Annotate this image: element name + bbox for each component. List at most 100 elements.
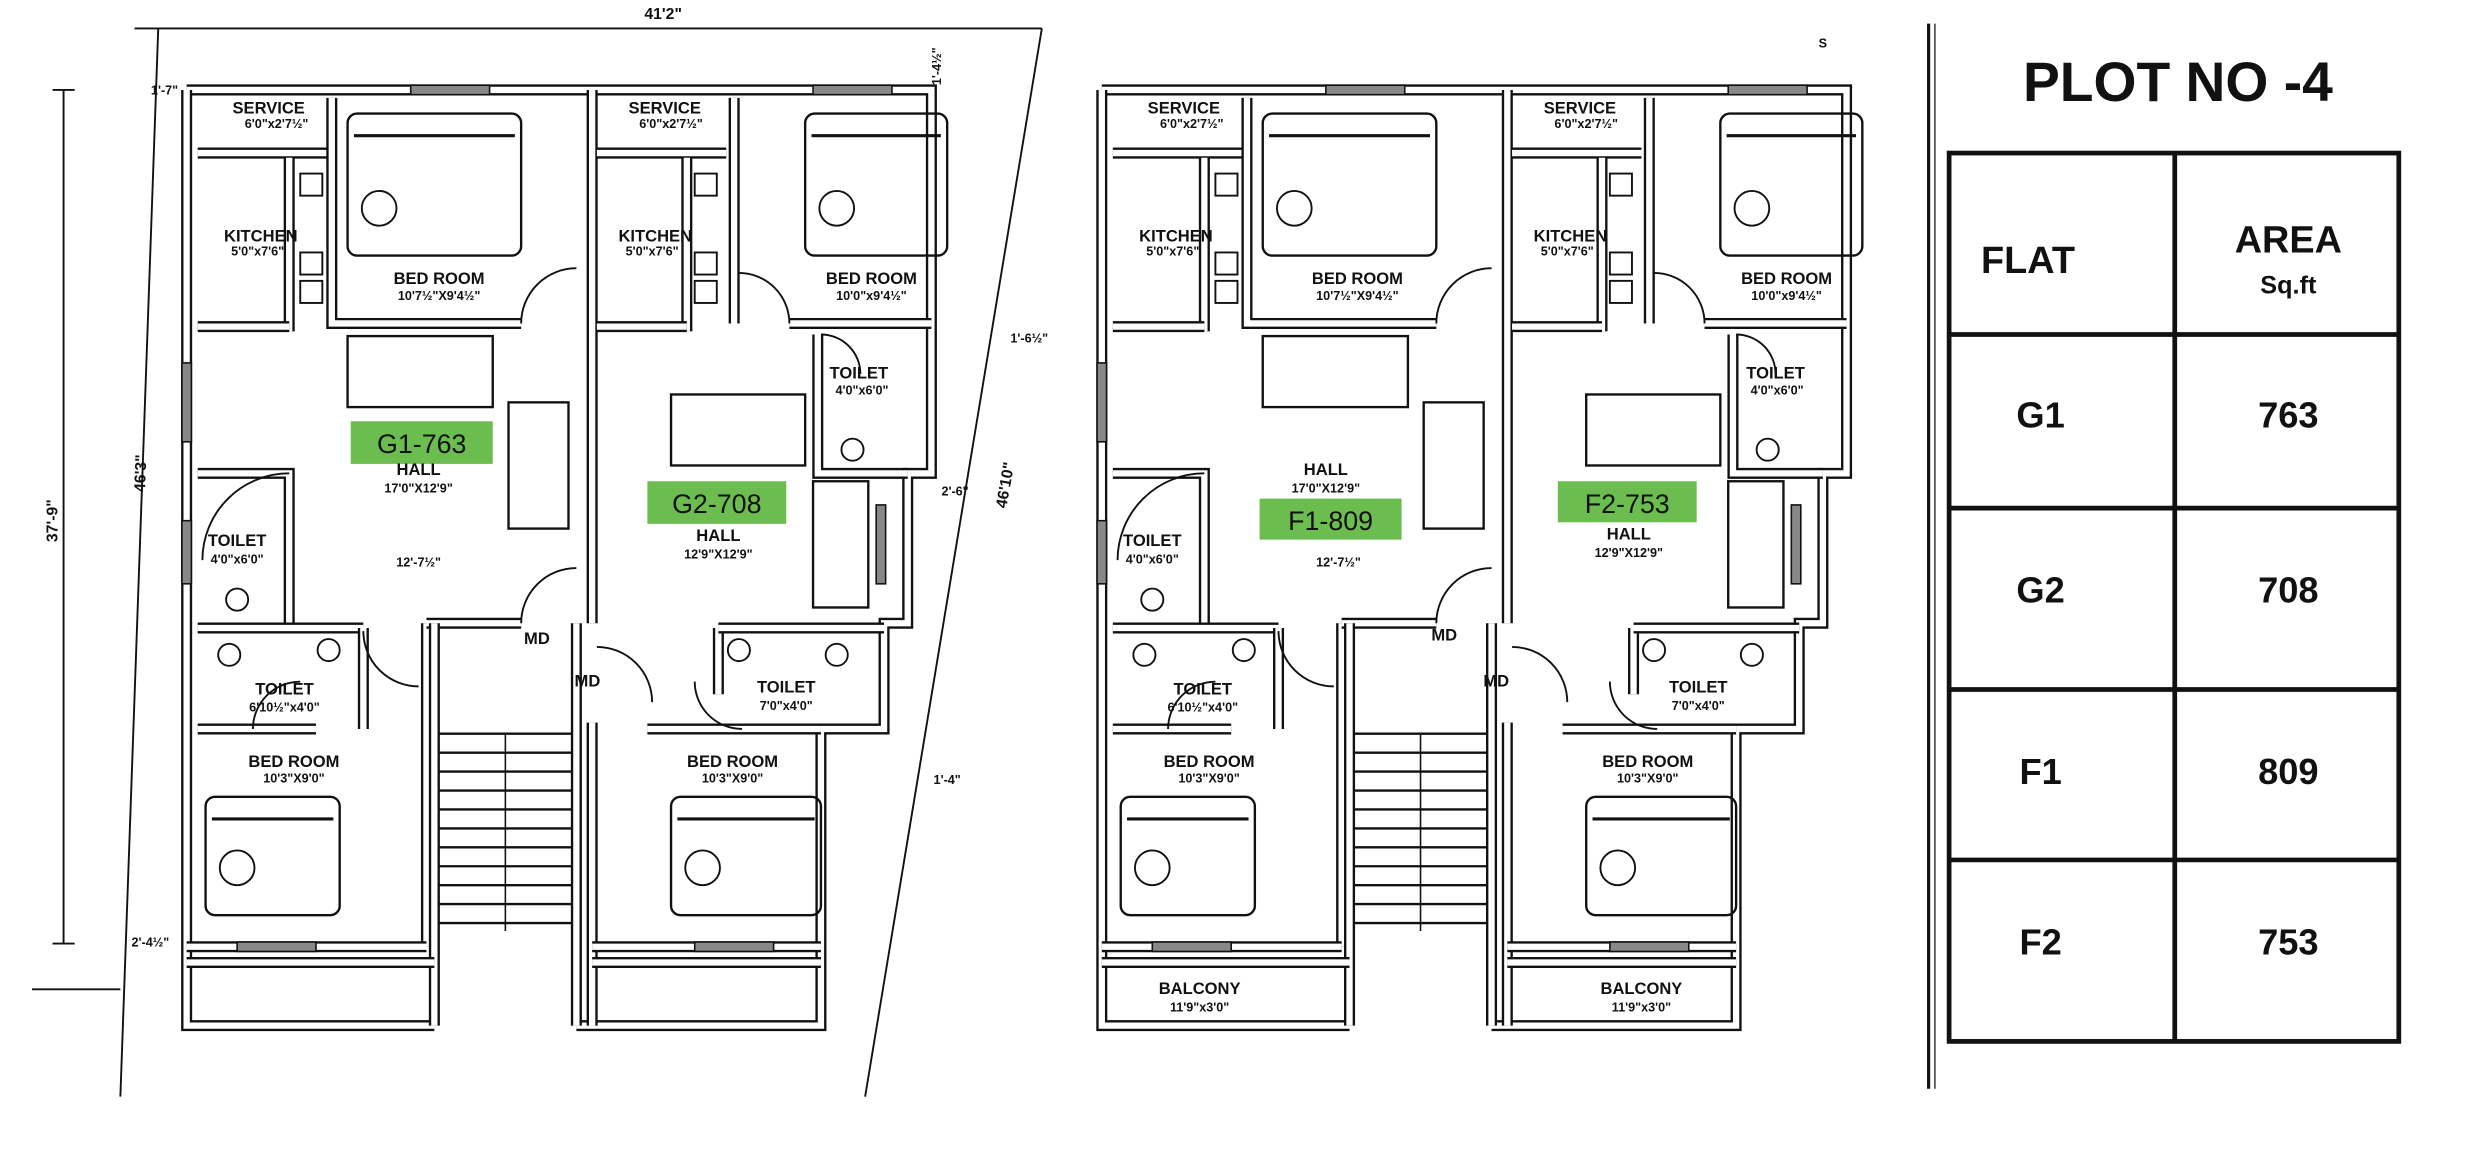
wall-inner [814,334,908,477]
bed [204,795,341,917]
unit-g1-labels: SERVICE 6'0"x2'7½" KITCHEN 5'0"x7'6" BED… [208,99,550,786]
dim-right-offset-2: 2'-6" [941,484,968,498]
area-table [1946,150,2402,1044]
dim-bottom-left: 2'-4½" [131,936,169,950]
main-door-label: MD [1483,671,1509,690]
wall-inner [328,97,522,327]
dim-width-top: 41'2" [644,6,682,23]
kitchen-fixture [299,279,324,304]
kitchen-fixture [1214,251,1239,276]
room-name: TOILET [208,531,267,550]
room-name: TOILET [1123,531,1182,550]
sofa [1261,334,1410,409]
unit-g2-labels: SERVICE 6'0"x2'7½" KITCHEN 5'0"x7'6" BED… [575,99,917,786]
sofa [1422,401,1485,530]
room-dim: 10'7½"X9'4½" [398,289,480,303]
dim-right-boundary: 46'10" [993,461,1018,510]
main-door-label: MD [1431,626,1457,645]
kitchen-fixture [1608,279,1633,304]
window [1096,519,1108,585]
room-name: BED ROOM [1312,269,1403,288]
room-dim: 4'0"x6'0" [835,383,888,397]
room-name: BED ROOM [826,269,917,288]
room-dim: 4'0"x6'0" [211,552,264,566]
window [1609,941,1690,953]
kitchen-fixture [1214,279,1239,304]
bed [1261,112,1438,257]
dim-setback-top-left: 1'-7" [151,84,178,98]
room-name: BED ROOM [1741,269,1832,288]
toilet-fixture [1642,638,1667,663]
room-name: KITCHEN [224,226,298,245]
toilet-fixture [1755,437,1780,462]
room-name: HALL [696,526,740,545]
room-dim: 12'9"X12'9" [684,548,752,562]
door-swing [1736,333,1777,374]
plot-boundary [32,23,1936,1097]
bed-pillow [818,189,856,227]
room-name: TOILET [1174,679,1233,698]
room-dim: 6'0"x2'7½" [1554,117,1618,131]
window [409,84,491,96]
room-dim: 10'0"x9'4½" [1751,289,1822,303]
room-name: TOILET [830,364,889,383]
window [875,504,887,585]
plot-title: PLOT NO -4 [2023,51,2333,113]
sofa [1585,393,1722,467]
kitchen-fixture [1608,251,1633,276]
room-name: HALL [397,460,441,479]
table-cell-flat: F2 [2019,922,2061,963]
room-dim: 7'0"x4'0" [760,699,813,713]
door-swing [201,472,290,561]
toilet-fixture [1132,642,1157,667]
sofa [1727,480,1785,609]
window [181,519,193,585]
room-dim: 5'0"x7'6" [1541,245,1594,259]
kitchen-fixture [299,251,324,276]
wall-inner [1729,334,1823,477]
dim-right-offset-1: 1'-6½" [1010,331,1048,345]
flat-tag-g2-bg [647,481,787,524]
table-cell-flat: G2 [2016,570,2064,611]
sofa [346,334,494,409]
room-name: BALCONY [1159,979,1241,998]
room-dim: 5'0"x7'6" [1146,245,1199,259]
hall-span-dim: 12'-7½" [1316,555,1361,569]
flat-tag-f2: F2-753 [1585,489,1670,519]
bed-pillow [1276,189,1313,227]
door-swing [1167,680,1216,729]
room-dim: 4'0"x6'0" [1126,552,1179,566]
room-name: SERVICE [233,99,305,118]
bed [1119,795,1257,917]
main-door-label: MD [575,671,601,690]
unit-f1-labels: SERVICE 6'0"x2'7½" KITCHEN 5'0"x7'6" BED… [1123,99,1457,1015]
room-name: KITCHEN [618,226,692,245]
window [1096,362,1108,443]
first-floor-plan [1096,84,1864,1032]
bed-pillow [684,849,721,887]
kitchen-fixture [693,279,718,304]
room-name: BED ROOM [248,752,339,771]
toilet-fixture [1739,642,1764,667]
door-swing [693,681,743,730]
room-name: KITCHEN [1139,226,1213,245]
room-dim: 6'10½"x4'0" [1168,701,1239,715]
door-swing [1435,567,1492,624]
room-name: KITCHEN [1534,226,1608,245]
room-name: SERVICE [629,99,701,118]
table-cell-area: 809 [2258,751,2319,792]
toilet-fixture [225,587,250,612]
dim-left-boundary: 46'3" [132,454,150,492]
window [693,941,775,953]
sofa [669,393,807,467]
dim-setback-top-right: 1'-4½" [930,47,944,85]
window [1325,84,1406,96]
bed-pillow [1599,849,1637,887]
toilet-fixture [1231,638,1256,663]
room-name: TOILET [1746,364,1805,383]
room-name: TOILET [1669,678,1728,697]
door-swing [520,267,577,324]
door-swing [251,680,301,729]
door-swing [1512,645,1569,703]
